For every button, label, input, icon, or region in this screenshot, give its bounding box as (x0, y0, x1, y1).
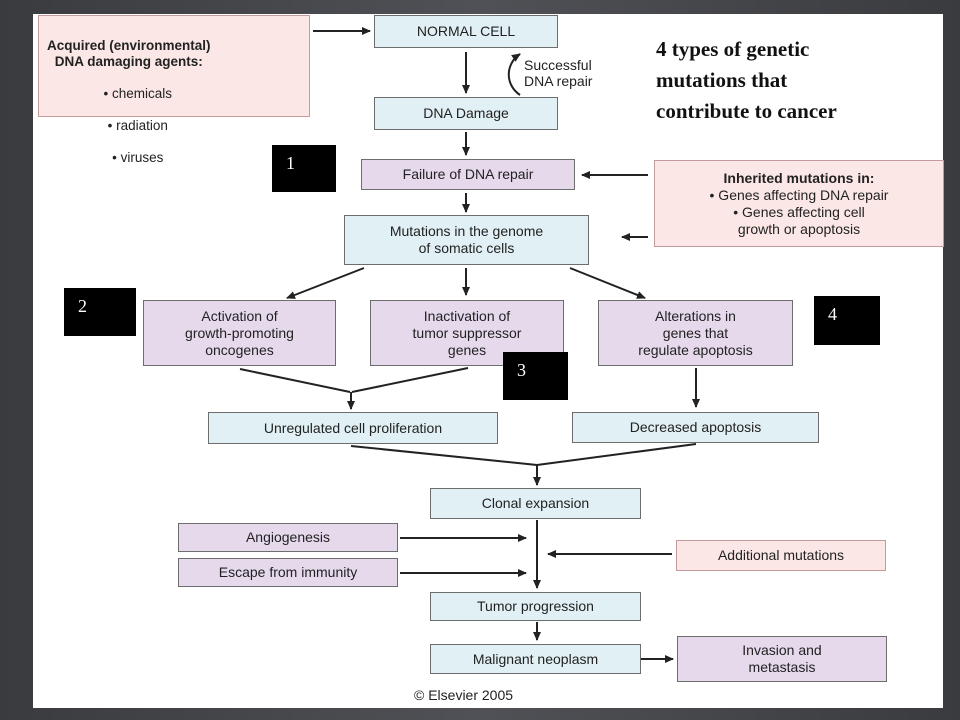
tumor-progression-box: Tumor progression (430, 592, 641, 621)
inherited-item: • Genes affecting DNA repair (709, 186, 889, 203)
acquired-agents-text: Acquired (environmental) DNA damaging ag… (47, 22, 211, 182)
marker-3: 3 (503, 352, 568, 400)
arrow-mutations-to-activation (286, 267, 365, 299)
acquired-item: • radiation (107, 118, 168, 133)
failure-dna-repair-box: Failure of DNA repair (361, 159, 575, 190)
successful-repair-label: Successful DNA repair (524, 57, 593, 89)
slide-title: 4 types of genetic mutations that contri… (656, 37, 837, 123)
arrow-successful-repair (507, 53, 521, 96)
decreased-apoptosis-box: Decreased apoptosis (572, 412, 819, 443)
activation-oncogenes-box: Activation of growth-promoting oncogenes (143, 300, 336, 366)
invasion-metastasis-box: Invasion and metastasis (677, 636, 887, 682)
angiogenesis-box: Angiogenesis (178, 523, 398, 552)
alterations-apoptosis-box: Alterations in genes that regulate apopt… (598, 300, 793, 366)
marker-1: 1 (272, 145, 336, 192)
inherited-heading: Inherited mutations in: (723, 169, 875, 186)
malignant-neoplasm-box: Malignant neoplasm (430, 644, 641, 674)
copyright: © Elsevier 2005 (414, 687, 514, 703)
arrow-mutations-to-alterations (569, 267, 646, 299)
acquired-agents-box: Acquired (environmental) DNA damaging ag… (38, 15, 310, 165)
inherited-item: • Genes affecting cell growth or apoptos… (733, 203, 865, 237)
marker-2: 2 (64, 288, 136, 336)
unregulated-proliferation-box: Unregulated cell proliferation (208, 412, 498, 444)
acquired-heading: Acquired (environmental) DNA damaging ag… (47, 38, 211, 69)
normal-cell-box: NORMAL CELL (374, 15, 558, 48)
inherited-mutations-box: Inherited mutations in: • Genes affectin… (654, 160, 944, 247)
clonal-expansion-box: Clonal expansion (430, 488, 641, 519)
acquired-item: • chemicals (103, 86, 173, 101)
escape-immunity-box: Escape from immunity (178, 558, 398, 587)
marker-4: 4 (814, 296, 880, 345)
mutations-genome-box: Mutations in the genome of somatic cells (344, 215, 589, 265)
additional-mutations-box: Additional mutations (676, 540, 886, 571)
acquired-item: • viruses (112, 150, 164, 165)
dna-damage-box: DNA Damage (374, 97, 558, 130)
